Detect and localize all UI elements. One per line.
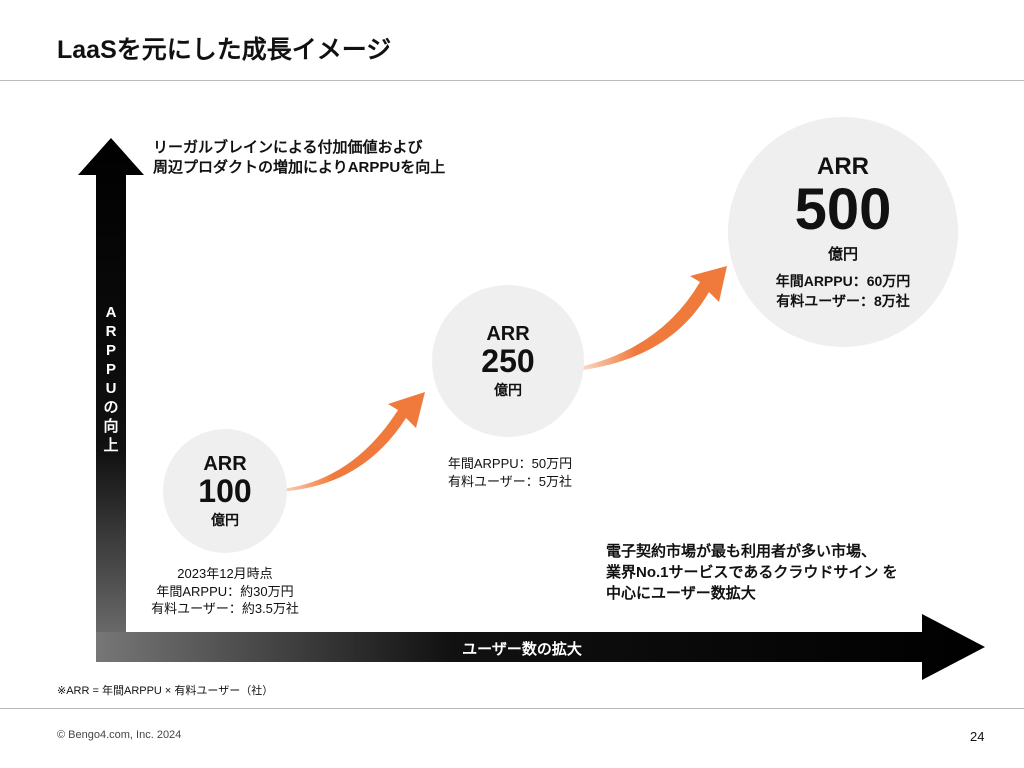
- stage-3-notes: 年間ARPPU：60万円有料ユーザー：8万社: [776, 272, 911, 311]
- x-axis-label: ユーザー数の拡大: [462, 641, 582, 658]
- y-axis-char: 上: [103, 437, 119, 454]
- note-line: 年間ARPPU：60万円: [775, 273, 911, 289]
- note-line: 有料ユーザー：約3.5万社: [151, 601, 299, 617]
- stage-2-notes: 年間ARPPU：50万円有料ユーザー：5万社: [410, 455, 610, 490]
- stage-1-circle: ARR 100 億円: [163, 429, 287, 553]
- y-axis-char: R: [105, 323, 117, 340]
- stage-1-notes: 2023年12月時点年間ARPPU：約30万円有料ユーザー：約3.5万社: [125, 565, 325, 618]
- y-axis-char: 向: [103, 418, 119, 435]
- note-line: 2023年12月時点: [177, 566, 273, 581]
- arr-value: 100: [198, 472, 252, 509]
- arr-label: ARR: [817, 153, 869, 180]
- axes-graphic: [78, 138, 985, 680]
- footer-divider: [0, 708, 1024, 709]
- y-axis-char: P: [105, 342, 116, 359]
- copyright: © Bengo4.com, Inc. 2024: [57, 729, 182, 741]
- y-axis-char: の: [103, 399, 119, 416]
- growth-arrow-2: [575, 266, 727, 371]
- y-axis-arrow: [78, 138, 144, 662]
- y-axis-char: P: [105, 361, 116, 378]
- arppu-note: リーガルブレインによる付加価値および周辺プロダクトの増加によりARPPUを向上: [153, 138, 445, 178]
- arr-unit: 億円: [494, 381, 522, 398]
- stage-3-circle: ARR 500 億円 年間ARPPU：60万円有料ユーザー：8万社: [728, 117, 958, 347]
- y-axis-char: A: [105, 304, 117, 321]
- note-line: 有料ユーザー：8万社: [776, 292, 910, 309]
- arr-unit: 億円: [827, 246, 858, 263]
- arr-value: 250: [481, 342, 535, 379]
- note-line: 周辺プロダクトの増加によりARPPUを向上: [153, 159, 446, 176]
- page-title: LaaSを元にした成長イメージ: [57, 36, 392, 64]
- page-number: 24: [970, 729, 985, 744]
- note-line: 中心にユーザー数拡大: [606, 585, 756, 602]
- header-divider: [0, 80, 1024, 81]
- y-axis-char: U: [105, 380, 117, 397]
- stage-2-circle: ARR 250 億円: [432, 285, 584, 437]
- x-axis-arrow: [96, 614, 985, 680]
- footnote: ※ARR = 年間ARPPU × 有料ユーザー（社）: [57, 685, 274, 697]
- arr-label: ARR: [203, 452, 247, 475]
- arr-unit: 億円: [211, 511, 239, 528]
- note-line: 電子契約市場が最も利用者が多い市場、: [606, 543, 877, 560]
- note-line: 業界No.1サービスであるクラウドサイン を: [606, 564, 898, 581]
- note-line: 年間ARPPU：約30万円: [156, 583, 294, 599]
- arr-value: 500: [794, 177, 892, 242]
- arr-label: ARR: [486, 322, 530, 345]
- user-growth-note: 電子契約市場が最も利用者が多い市場、業界No.1サービスであるクラウドサイン を…: [606, 541, 898, 604]
- note-line: リーガルブレインによる付加価値および: [153, 139, 423, 156]
- note-line: 年間ARPPU：50万円: [447, 456, 573, 471]
- note-line: 有料ユーザー：5万社: [448, 473, 572, 489]
- growth-arrow-1: [272, 392, 425, 492]
